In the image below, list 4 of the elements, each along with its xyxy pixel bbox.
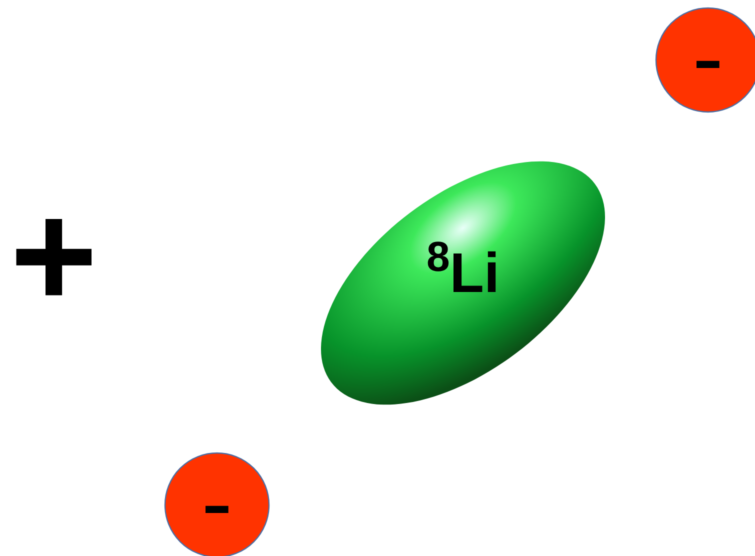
- minus-sign: -: [202, 475, 232, 535]
- minus-sign: -: [693, 30, 723, 90]
- isotope-label: $^{8}$Li: [426, 243, 500, 303]
- plus-sign: +: [10, 180, 98, 330]
